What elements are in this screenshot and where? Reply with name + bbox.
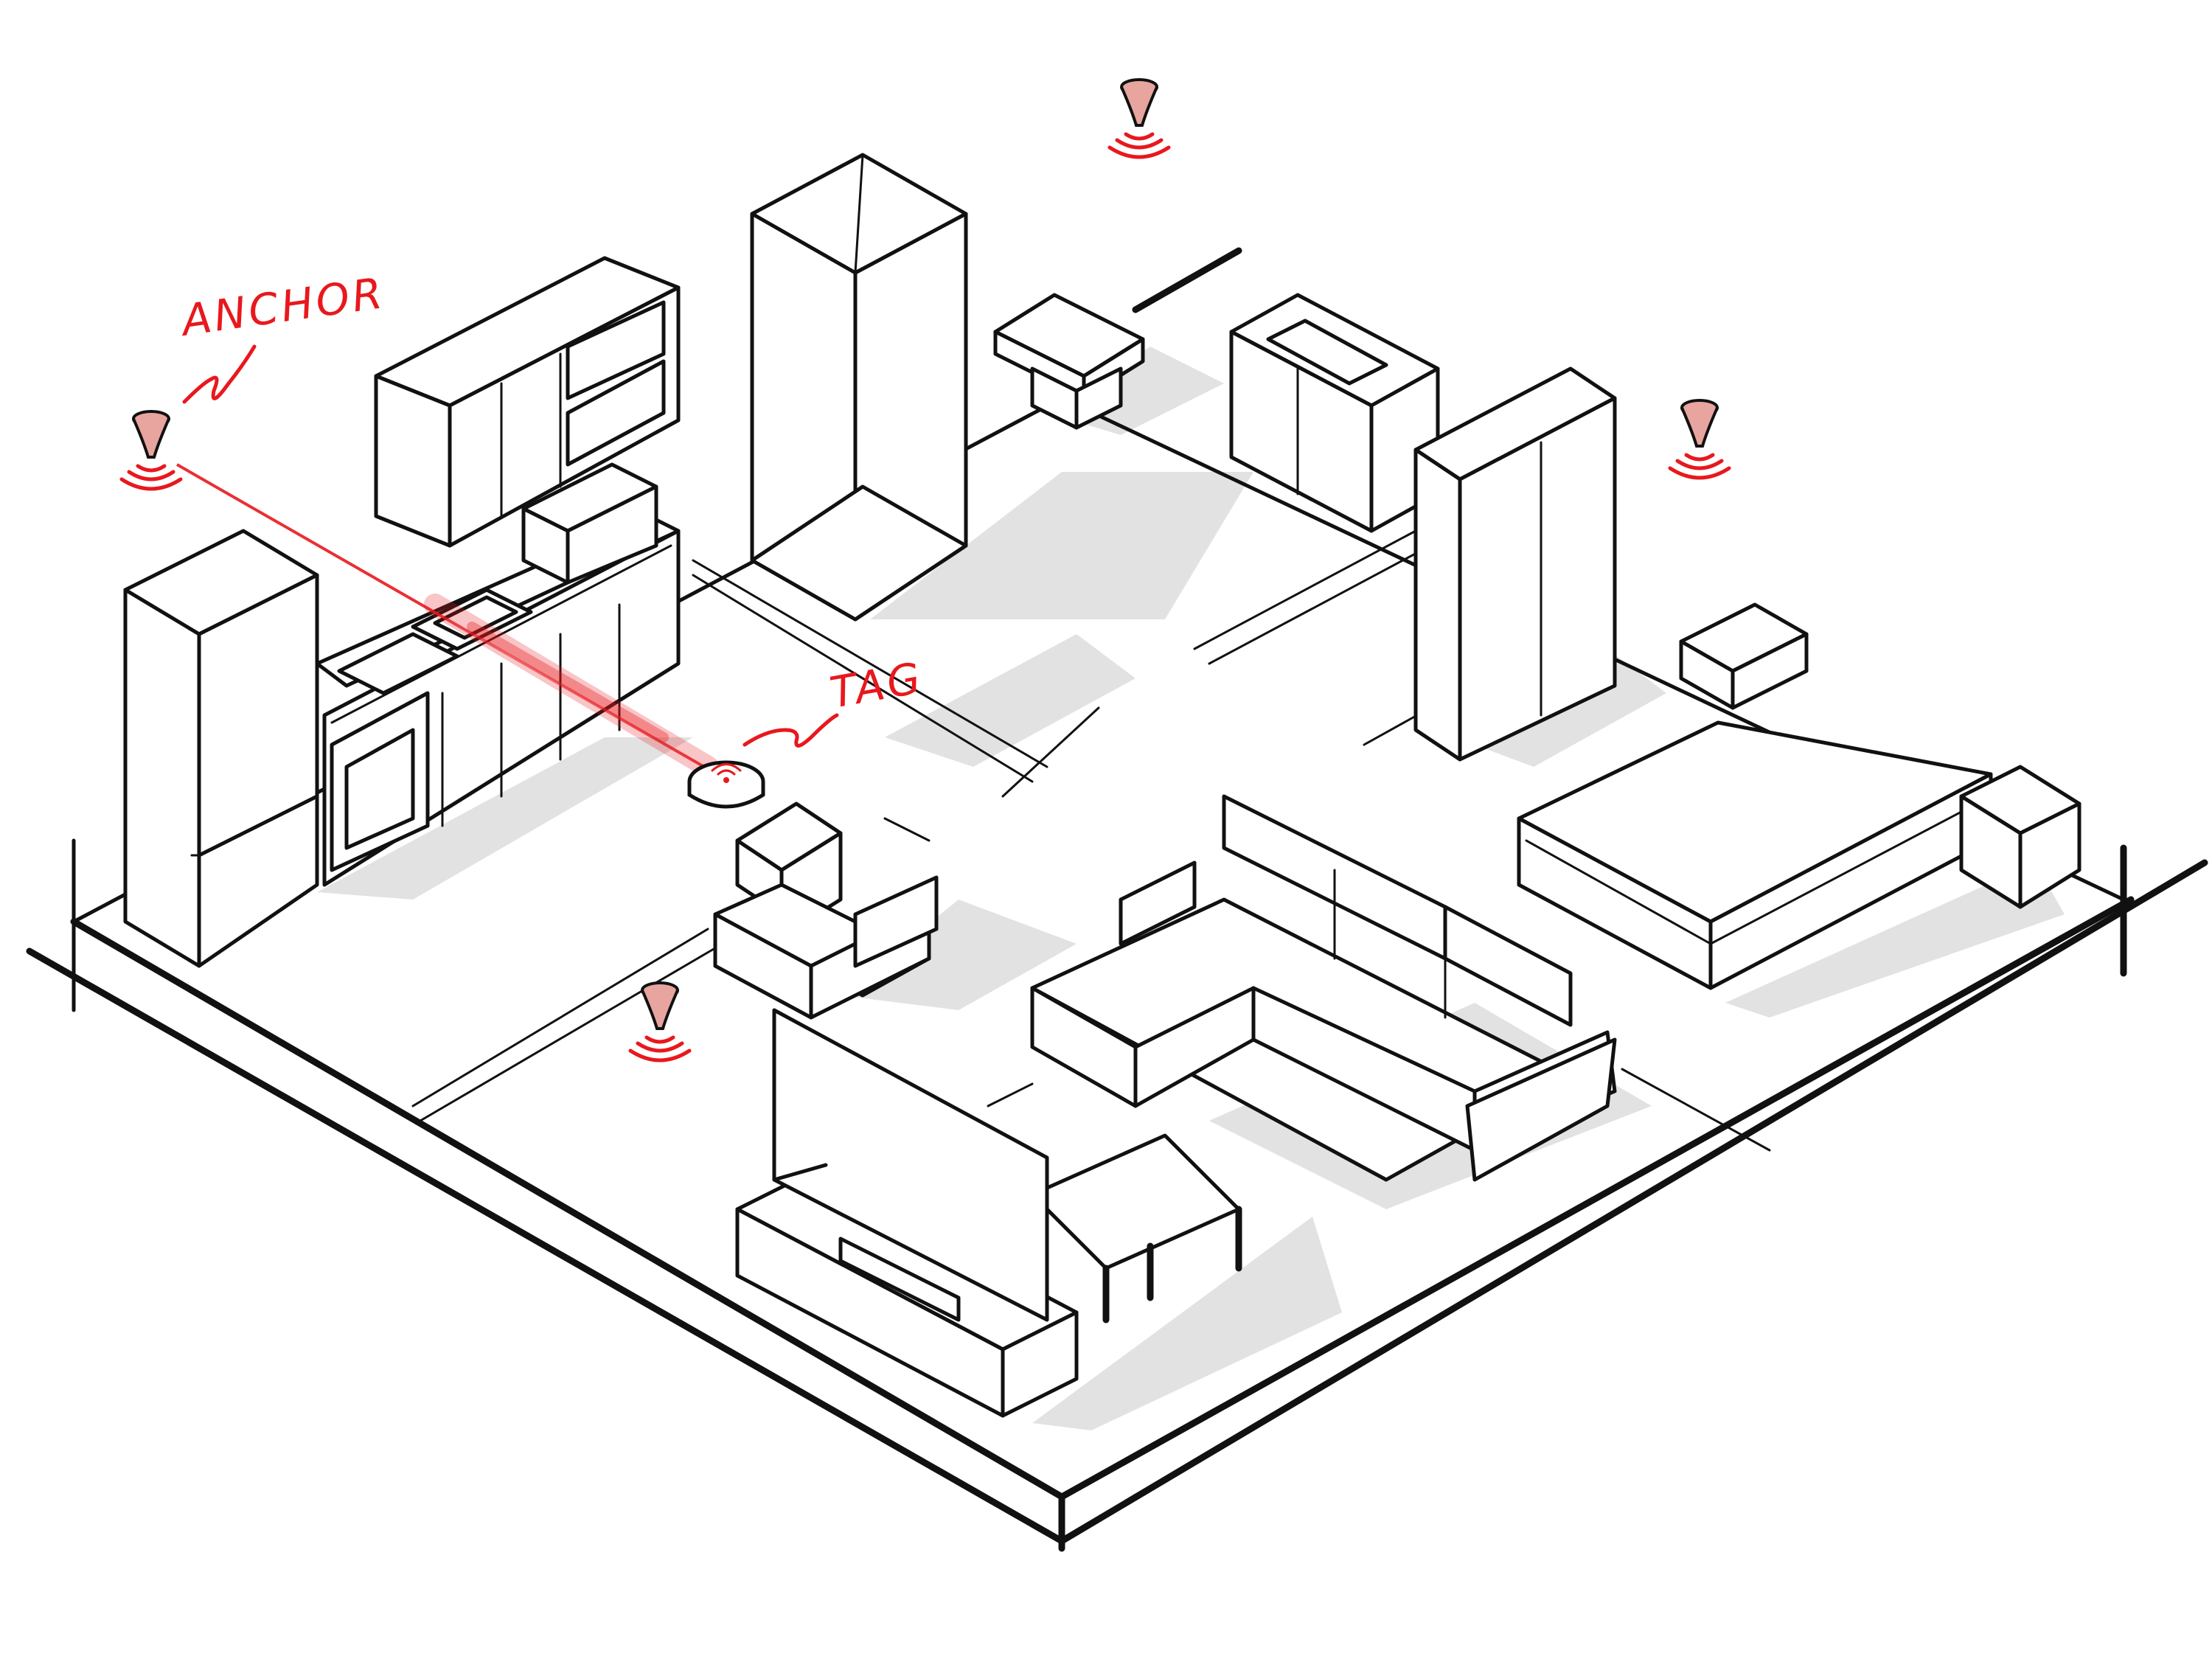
armchair <box>713 801 939 1020</box>
fridge-front <box>123 588 201 968</box>
partition-3 <box>692 559 1048 768</box>
partition-6 <box>1208 544 1432 665</box>
partition-4 <box>692 574 1034 783</box>
slab-top-left-edge <box>70 918 1065 1500</box>
slab-front-right-edge <box>1058 859 2208 1545</box>
partition-9 <box>1621 1068 1771 1152</box>
slab-top-right-edge <box>1058 896 2135 1500</box>
cooktop <box>337 632 459 695</box>
shelf-top <box>566 300 666 400</box>
sectional-sofa <box>1030 794 1617 1182</box>
anchor-beacon-icon <box>1668 399 1731 480</box>
bedroom <box>1517 602 2081 990</box>
armchair-shadow <box>841 900 1077 1010</box>
tag-puck-icon <box>687 760 765 809</box>
partition-11 <box>883 817 931 842</box>
tv-area <box>735 1008 1242 1418</box>
partition-1 <box>411 928 709 1107</box>
partition-5 <box>1193 529 1417 650</box>
bed-shadow <box>1725 863 2065 1018</box>
anchor-beacon-icon <box>1107 78 1171 159</box>
ranging-beam <box>176 463 731 783</box>
oven-window <box>344 728 415 850</box>
anchor-callout: ANCHOR <box>176 268 389 404</box>
wardrobe <box>1413 366 1617 762</box>
partition-10 <box>987 1082 1034 1107</box>
shelf-bottom <box>566 359 666 467</box>
back-wall-right <box>1132 247 1242 313</box>
anchor-label: ANCHOR <box>176 268 389 346</box>
partition-7 <box>1001 706 1100 798</box>
counter-box-side <box>566 484 658 585</box>
partition-2 <box>419 942 724 1122</box>
cabinet-center-shadow <box>885 634 1135 767</box>
upper-cabinet-front <box>374 374 452 548</box>
tall-cabinet-shadow <box>870 472 1253 619</box>
slab-front-left-edge <box>26 947 1065 1545</box>
kitchen-shadow <box>317 737 693 900</box>
sink-basin <box>433 595 518 640</box>
anchor-beacon-icon <box>119 410 183 491</box>
tv-screen <box>772 1008 1049 1322</box>
side-table <box>993 293 1145 430</box>
anchor-beacon-icon <box>628 981 692 1062</box>
tall-cabinet <box>750 153 968 622</box>
tv-shadow <box>1032 1217 1342 1430</box>
kitchen <box>123 256 681 968</box>
